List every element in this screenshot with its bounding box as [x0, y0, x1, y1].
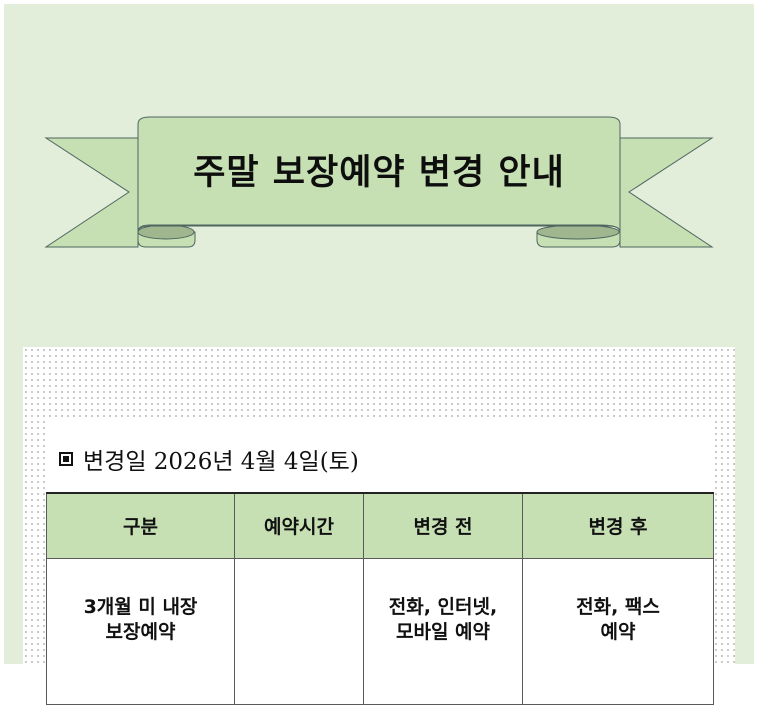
reservation-change-table: 구분 예약시간 변경 전 변경 후 3개월 미 내장 보장예약 전화, 인터넷,…	[46, 492, 714, 705]
table-row: 3개월 미 내장 보장예약 전화, 인터넷, 모바일 예약 전화, 팩스 예약	[46, 557, 714, 705]
column-header-before: 변경 전	[363, 492, 523, 559]
notice-panel: 변경일 2026년 4월 4일(토) 구분 예약시간 변경 전 변경 후 3개월…	[45, 420, 715, 705]
cell-after: 전화, 팩스 예약	[522, 557, 714, 705]
change-date-text: 변경일 2026년 4월 4일(토)	[83, 449, 359, 475]
ribbon-right-tail	[619, 137, 714, 248]
ribbon-left-tail	[44, 137, 139, 248]
square-bullet-icon	[59, 452, 73, 466]
ribbon-banner	[44, 116, 714, 248]
column-header-reservation-time: 예약시간	[234, 492, 364, 559]
cell-reservation-time	[234, 557, 364, 705]
cell-before: 전화, 인터넷, 모바일 예약	[363, 557, 523, 705]
cell-category: 3개월 미 내장 보장예약	[46, 557, 235, 705]
column-header-after: 변경 후	[522, 492, 714, 559]
change-date-line: 변경일 2026년 4월 4일(토)	[59, 442, 359, 476]
banner-title: 주말 보장예약 변경 안내	[193, 153, 565, 193]
column-header-category: 구분	[46, 492, 235, 559]
table-header-row: 구분 예약시간 변경 전 변경 후	[46, 492, 714, 559]
